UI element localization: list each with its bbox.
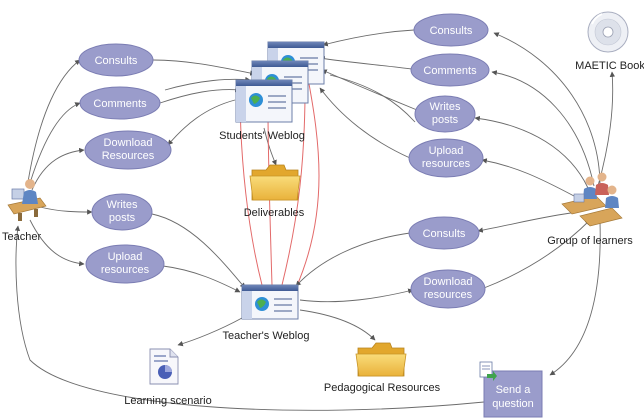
edge-writes-teacherweblog [151, 213, 246, 289]
pedagogical-resources-folder-icon [355, 342, 407, 377]
maetic-book-cd-icon [587, 11, 629, 53]
edge-upload-r-weblog [319, 87, 411, 159]
edge-group-question [549, 221, 601, 376]
edge-weblog-writes-r [329, 74, 416, 123]
oval-upload-left: Upload resources [85, 244, 165, 284]
edge-tw-scenario [177, 317, 243, 347]
edge-group-writes [474, 115, 589, 189]
oval-download-left: Download Resources [84, 130, 172, 170]
deliverables-folder-icon [249, 164, 301, 201]
edge-comments-weblog [159, 86, 241, 104]
edge-teacher-writes [39, 206, 93, 215]
students-weblog-icon [235, 41, 325, 123]
oval-consults-right-top-label: Consults [430, 25, 473, 37]
oval-consults-left-label: Consults [95, 55, 138, 67]
edge-red-4 [295, 67, 320, 289]
edge-group-consults [493, 32, 601, 187]
oval-comments-right-label: Comments [423, 65, 477, 77]
learning-scenario-document-icon [149, 348, 179, 385]
edge-comments-r-weblog [319, 56, 413, 70]
oval-upload-left-label-1: Upload [108, 251, 143, 263]
deliverables-label: Deliverables [244, 207, 305, 219]
oval-upload-left-label-2: resources [101, 264, 150, 276]
oval-consults-right-top: Consults [413, 13, 489, 47]
oval-download-right-label-2: resources [424, 289, 473, 301]
edge-question-teacher [14, 225, 485, 411]
students-weblog-label: Students' Weblog [219, 130, 305, 142]
oval-upload-right: Upload resources [408, 138, 484, 178]
oval-writes-left: Writes posts [91, 193, 153, 231]
edge-download-group [483, 219, 591, 289]
oval-consults-right-low-label: Consults [423, 228, 466, 240]
oval-download-right: Download resources [410, 269, 486, 309]
edge-teacher-comments [29, 102, 81, 184]
teachers-weblog-label: Teacher's Weblog [223, 330, 310, 342]
oval-writes-left-label-1: Writes [107, 199, 138, 211]
oval-consults-right-low: Consults [408, 216, 480, 250]
edge-teacher-download [31, 147, 85, 191]
group-of-learners-icon [561, 172, 623, 227]
edge-upload-teacherweblog [162, 265, 241, 293]
edge-group-comments [491, 70, 595, 187]
oval-download-left-label-2: Resources [102, 150, 155, 162]
send-question-doc-icon [479, 361, 497, 381]
oval-consults-left: Consults [78, 43, 154, 77]
oval-writes-right-label-2: posts [432, 114, 459, 126]
teachers-weblog-icon [241, 284, 299, 320]
edge-teacher-consults [27, 59, 81, 183]
pedagogical-resources-label: Pedagogical Resources [324, 382, 441, 394]
oval-upload-right-label-1: Upload [429, 145, 464, 157]
oval-download-right-label-1: Download [424, 276, 473, 288]
edge-consults-r-weblog [322, 29, 415, 47]
oval-writes-right-label-1: Writes [430, 101, 461, 113]
oval-comments-left: Comments [79, 86, 161, 120]
edge-weblog-deliverables [263, 127, 277, 166]
oval-upload-right-label-2: resources [422, 158, 471, 170]
oval-comments-right: Comments [410, 53, 490, 87]
oval-comments-left-label: Comments [93, 98, 147, 110]
edge-weblog-download [167, 99, 236, 146]
edge-group-upload [481, 158, 575, 197]
edge-consults-weblog [152, 59, 256, 76]
send-question-label-2: question [492, 398, 534, 410]
edge-teacher-upload [29, 219, 85, 267]
edge-group-maetic [597, 71, 616, 187]
edge-writes-r-weblog [321, 69, 418, 111]
learning-scenario-label: Learning scenario [124, 395, 211, 407]
oval-writes-right: Writes posts [414, 95, 476, 133]
group-of-learners-label: Group of learners [547, 235, 633, 247]
maetic-book-label: MAETIC Book [575, 60, 644, 72]
send-question-label-1: Send a [496, 384, 532, 396]
teacher-label: Teacher [2, 231, 41, 243]
edge-consults-r-tw [295, 232, 411, 287]
oval-download-left-label-1: Download [104, 137, 153, 149]
edge-tw-pedagogical [299, 309, 376, 341]
oval-writes-left-label-2: posts [109, 212, 136, 224]
edge-tw-download-r [299, 288, 414, 303]
teacher-figure-icon [7, 179, 47, 221]
edge-group-consults-low [477, 211, 579, 233]
